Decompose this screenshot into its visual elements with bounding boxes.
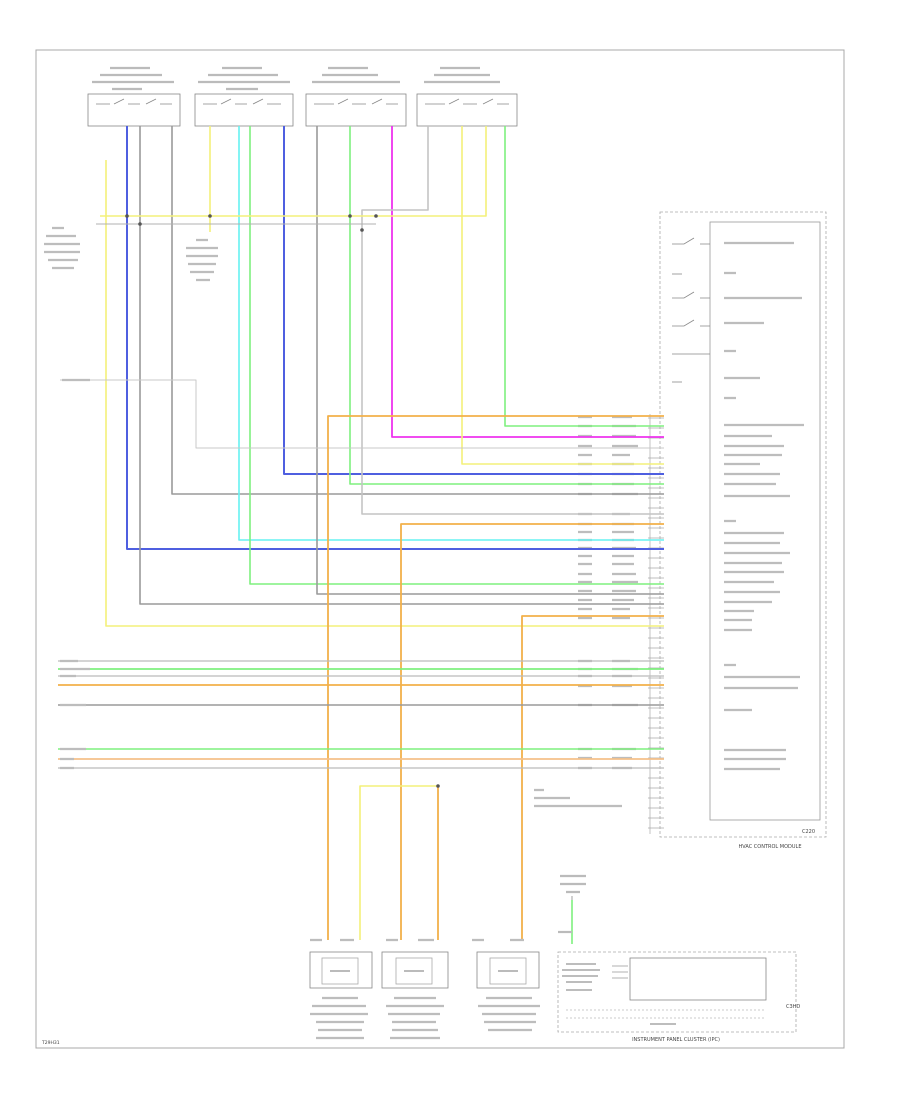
wire-gray-left xyxy=(60,379,664,449)
wire-blue-left xyxy=(126,126,664,550)
right-seat-switch-block xyxy=(87,93,181,127)
wire-cyan xyxy=(238,126,664,541)
wire-gray-a xyxy=(139,126,664,605)
bottom-actuators xyxy=(309,951,540,989)
wire-label-blocks xyxy=(578,415,638,770)
wire-blue-right xyxy=(283,126,664,475)
wire-gray-c xyxy=(316,126,664,595)
left-annotation-lines xyxy=(44,226,622,808)
hvac-module-title: HVAC CONTROL MODULE xyxy=(739,844,802,850)
wire-yellow-c xyxy=(461,126,664,465)
hvac-internal-switches xyxy=(672,237,710,383)
hvac-pin-labels xyxy=(724,241,804,771)
splice-points xyxy=(125,214,440,788)
wires xyxy=(58,126,664,944)
wire-orange-a xyxy=(327,415,664,940)
instrument-cluster: INSTRUMENT PANEL CLUSTER (IPC) C3HD xyxy=(557,951,800,1043)
instrument-cluster-connector: C3HD xyxy=(786,1004,800,1010)
actuator-right xyxy=(476,951,540,989)
hvac-control-module: C220 HVAC CONTROL MODULE xyxy=(659,211,827,850)
page-code: T29H31 xyxy=(41,1040,60,1046)
hvac-module-part-code: C220 xyxy=(802,829,815,835)
bottom-actuator-labels xyxy=(310,938,540,1040)
right-actuator-block xyxy=(416,93,518,127)
wire-green-b xyxy=(349,126,664,485)
instrument-cluster-title: INSTRUMENT PANEL CLUSTER (IPC) xyxy=(632,1037,720,1043)
wire-yellow-left xyxy=(105,160,664,627)
top-block-label-lines xyxy=(92,66,500,91)
wire-orange-d xyxy=(521,615,664,940)
left-seat-switch-block xyxy=(194,93,294,127)
wire-orange-b xyxy=(400,523,664,940)
wire-yellow-d xyxy=(359,785,438,940)
ground-symbol xyxy=(558,874,586,934)
wire-gray-d xyxy=(361,126,664,515)
actuator-middle xyxy=(381,951,449,989)
hvac-pin-ticks xyxy=(648,414,664,834)
wire-magenta xyxy=(391,126,664,438)
diagram-frame xyxy=(35,49,845,1049)
wire-bus-yellow xyxy=(100,126,487,217)
top-component-blocks xyxy=(87,93,518,127)
wire-green-c xyxy=(504,126,664,427)
actuator-left xyxy=(309,951,373,989)
wire-gray-b xyxy=(171,126,664,495)
wire-green-a xyxy=(249,126,664,585)
outside-air-sensor-block xyxy=(305,93,407,127)
